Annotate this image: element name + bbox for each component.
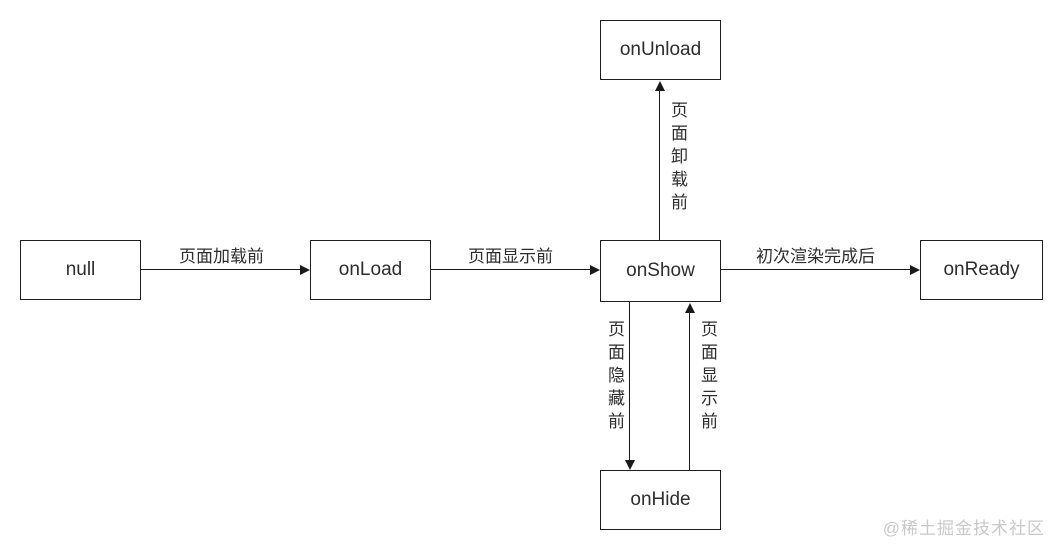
edge-onhide-to-onshow-label: 页面显示前: [698, 320, 717, 435]
arrowhead-down-icon: [625, 460, 635, 470]
node-onhide: onHide: [600, 470, 721, 530]
node-onshow: onShow: [600, 240, 721, 302]
node-onready: onReady: [920, 240, 1043, 300]
edge-onshow-to-onready-label: 初次渲染完成后: [756, 247, 875, 266]
node-onhide-label: onHide: [630, 489, 691, 510]
node-onunload: onUnload: [600, 20, 721, 80]
node-onready-label: onReady: [943, 259, 1020, 280]
watermark: @稀土掘金技术社区: [882, 519, 1045, 538]
arrowhead-right-icon: [590, 265, 600, 275]
node-onunload-label: onUnload: [619, 39, 702, 60]
edge-onhide-to-onshow-line: [689, 313, 690, 470]
edge-onshow-to-onunload-line: [659, 91, 660, 240]
edge-onshow-to-onready-line: [721, 269, 910, 270]
node-onload: onLoad: [310, 240, 431, 300]
edge-onload-to-onshow-line: [431, 269, 590, 270]
edge-onload-to-onshow-label: 页面显示前: [468, 247, 553, 266]
node-onload-label: onLoad: [338, 259, 403, 280]
edge-null-to-onload-line: [141, 269, 302, 270]
edge-onshow-to-onhide-line: [629, 302, 630, 460]
arrowhead-up-icon: [685, 303, 695, 313]
arrowhead-up-icon: [655, 81, 665, 91]
node-onshow-label: onShow: [626, 260, 695, 281]
edge-null-to-onload-label: 页面加载前: [179, 247, 264, 266]
node-null: null: [20, 240, 141, 300]
edge-onshow-to-onhide-label: 页面隐藏前: [605, 320, 624, 435]
arrowhead-right-icon: [300, 265, 310, 275]
edge-onshow-to-onunload-label: 页面卸载前: [668, 101, 687, 216]
arrowhead-right-icon: [910, 265, 920, 275]
node-null-label: null: [65, 259, 96, 280]
